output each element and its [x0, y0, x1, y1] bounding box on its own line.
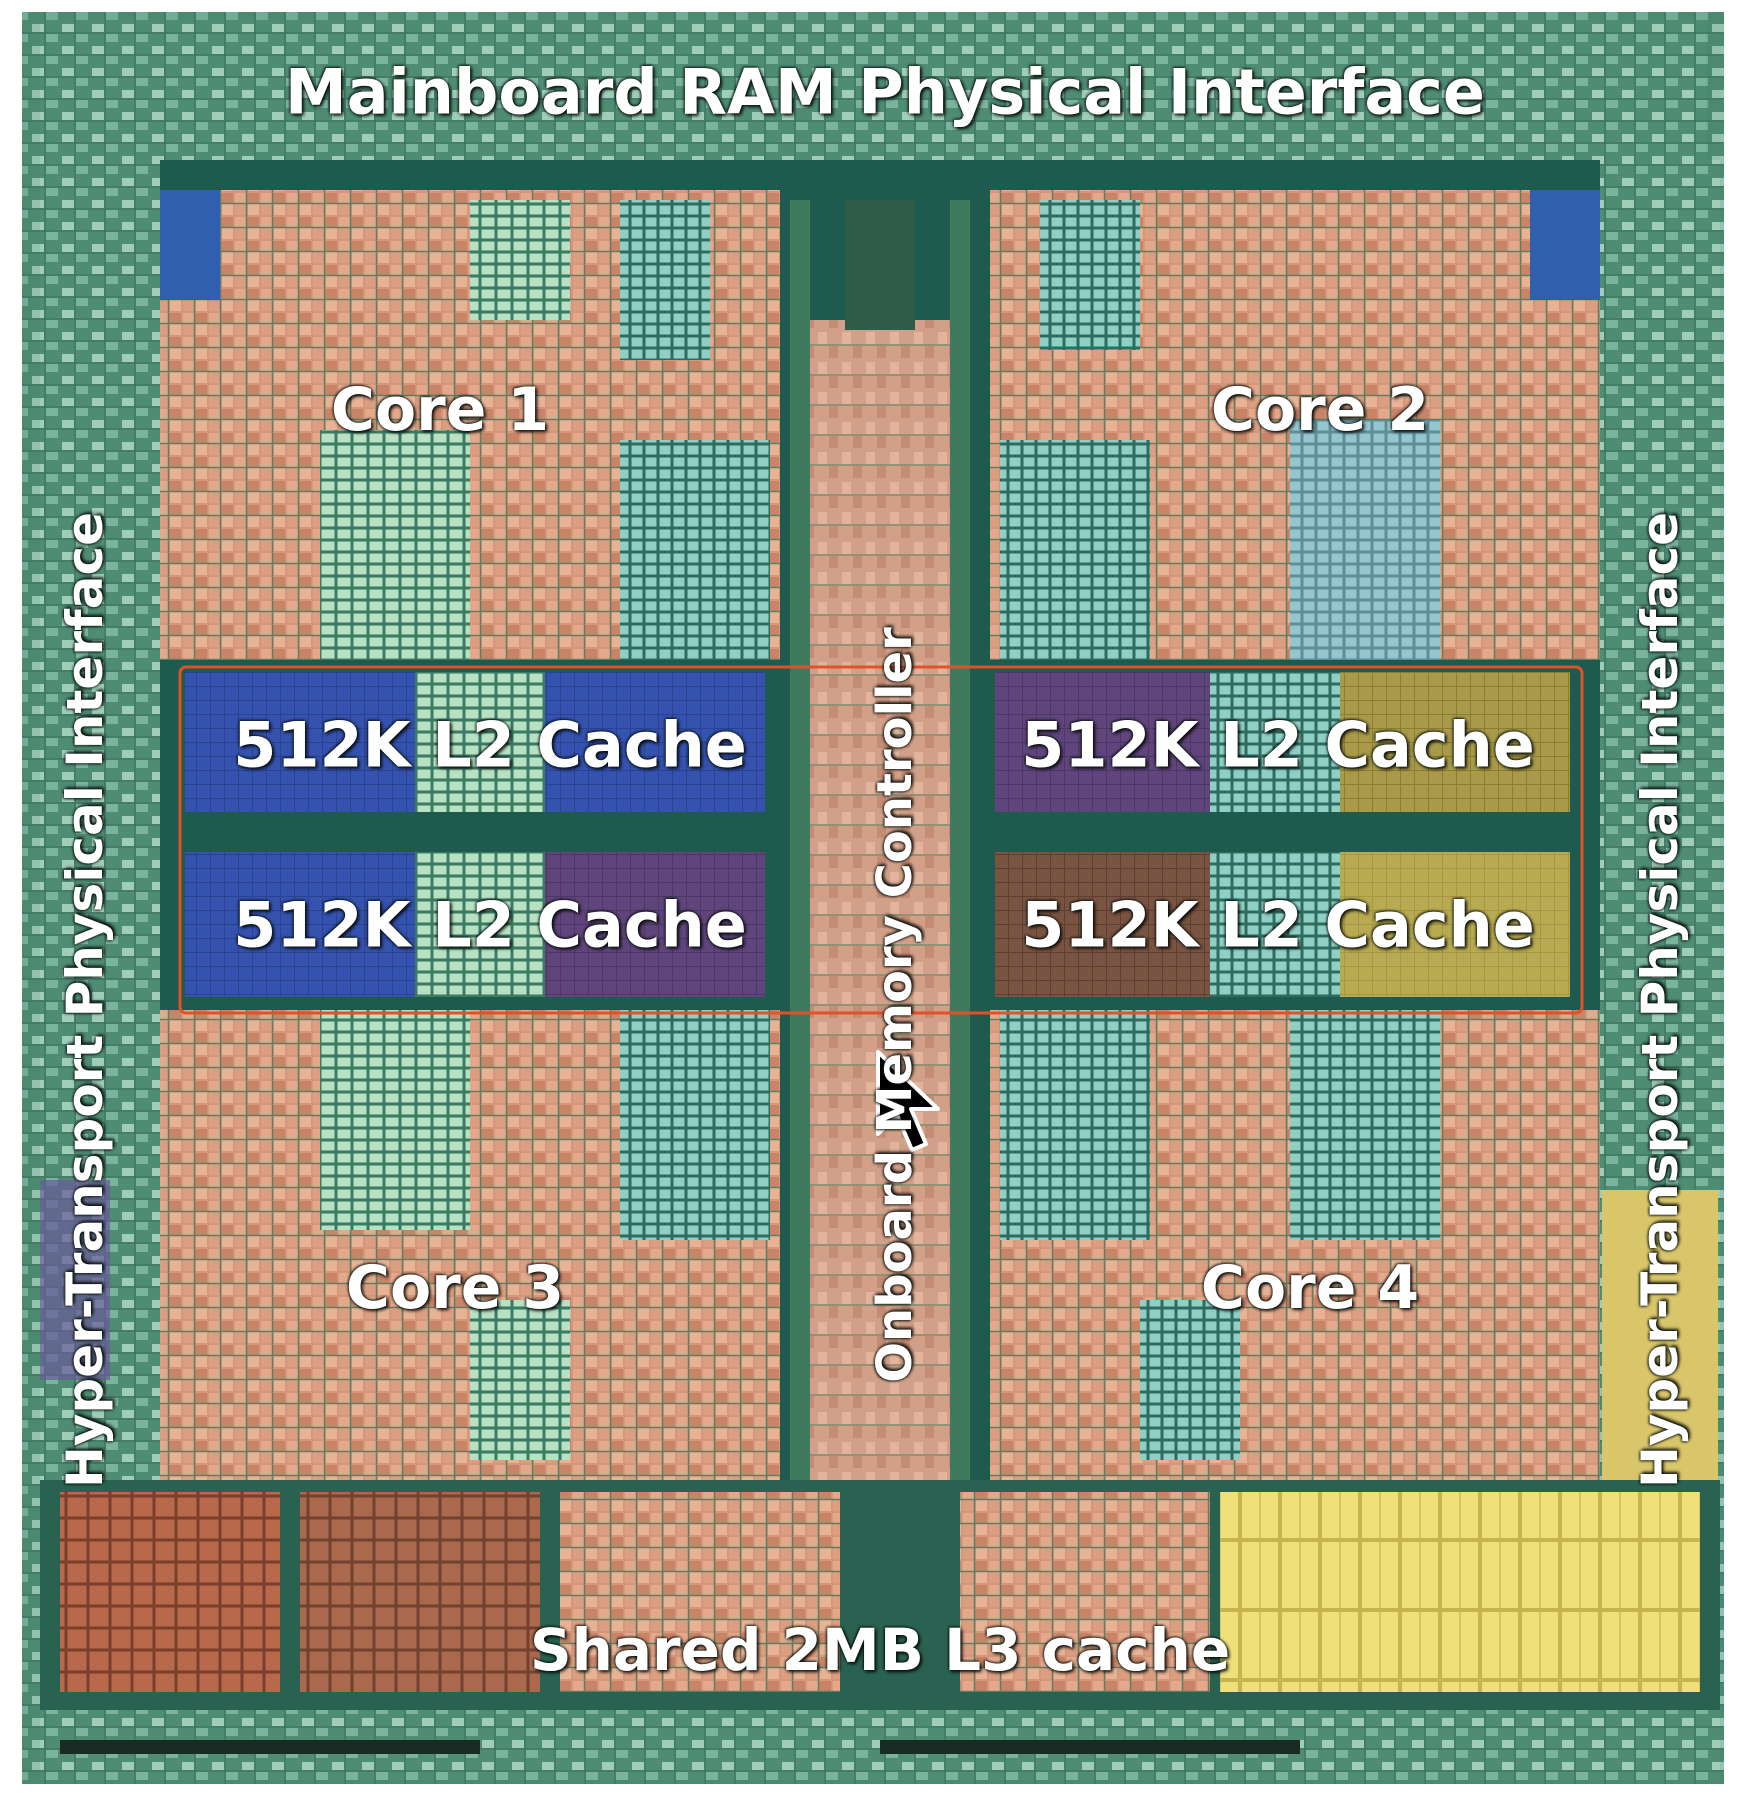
core-4-block	[990, 1010, 1600, 1480]
mainboard-ram-label: Mainboard RAM Physical Interface	[285, 56, 1485, 129]
core-2-label: Core 2	[1211, 375, 1429, 445]
hypertransport-right-label: Hyper-Transport Physical Interface	[1631, 512, 1689, 1488]
core-1-label: Core 1	[331, 375, 549, 445]
core-4-label: Core 4	[1201, 1253, 1419, 1323]
l3-cache-label: Shared 2MB L3 cache	[530, 1616, 1230, 1684]
core-3-block	[160, 1010, 780, 1480]
core-3-label: Core 3	[346, 1253, 564, 1323]
l2-cache-bottom-right-label: 512K L2 Cache	[1021, 889, 1535, 962]
l2-cache-bottom-left-label: 512K L2 Cache	[233, 889, 747, 962]
l2-cache-top-left-label: 512K L2 Cache	[233, 709, 747, 782]
memory-controller-label: Onboard Memory Controller	[867, 627, 923, 1383]
l2-cache-top-right-label: 512K L2 Cache	[1021, 709, 1535, 782]
hypertransport-left-label: Hyper-Transport Physical Interface	[56, 512, 114, 1488]
